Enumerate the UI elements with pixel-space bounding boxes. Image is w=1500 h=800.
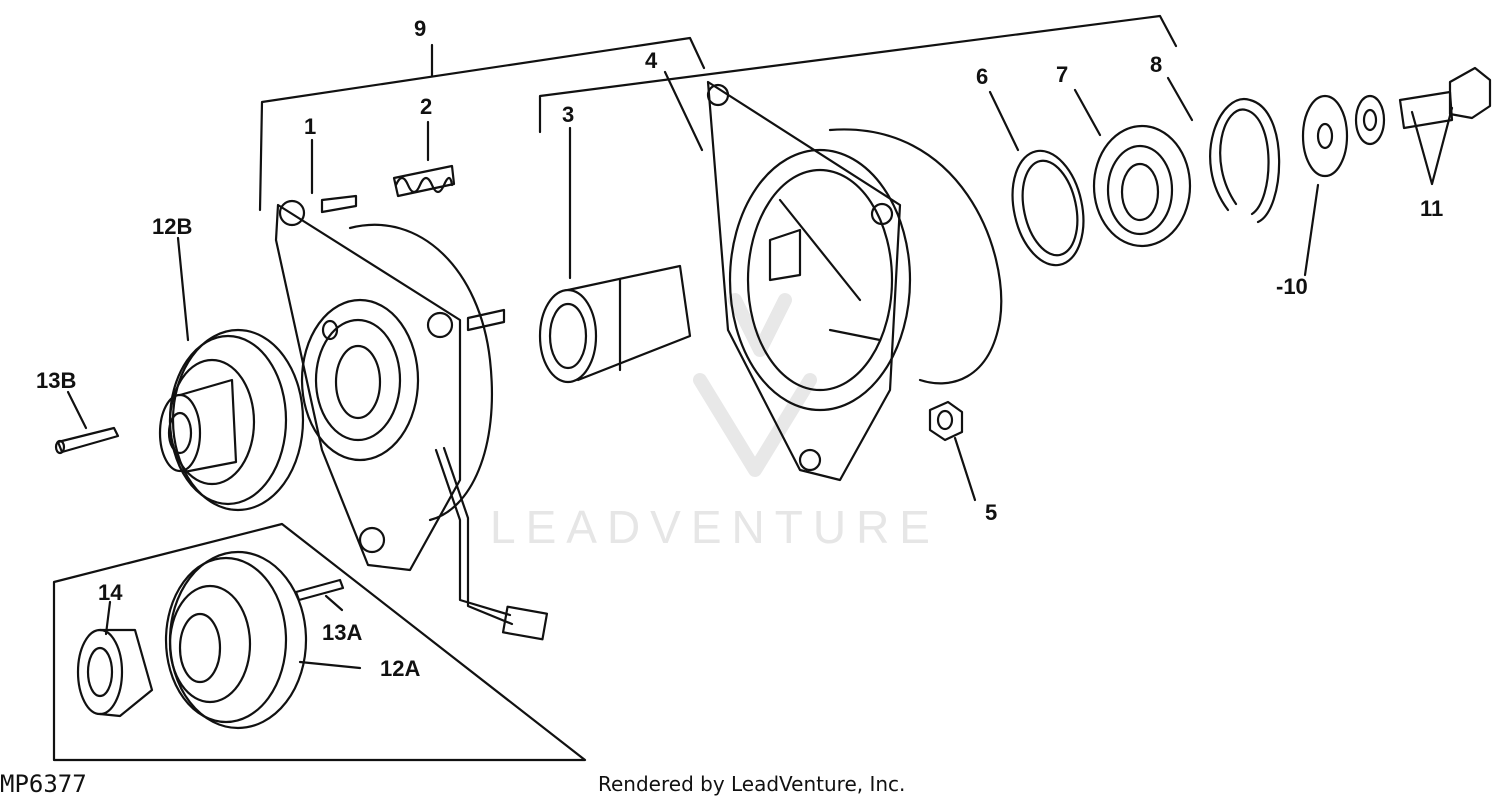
callout-7: 7 xyxy=(1056,62,1069,87)
watermark-text: LEADVENTURE xyxy=(490,501,940,553)
housing-4 xyxy=(706,80,1003,482)
callout-10: -10 xyxy=(1276,274,1308,299)
washer-10 xyxy=(1301,94,1349,178)
pulley-12a xyxy=(164,550,308,730)
leader-lines xyxy=(66,70,1454,670)
spring-2 xyxy=(392,164,456,198)
callout-12a: 12A xyxy=(380,656,421,681)
callout-6: 6 xyxy=(976,64,989,89)
snap-ring-8 xyxy=(1209,97,1281,224)
render-credit: Rendered by LeadVenture, Inc. xyxy=(598,772,906,796)
watermark-emblem xyxy=(693,293,817,477)
callout-14: 14 xyxy=(98,580,123,605)
callout-8: 8 xyxy=(1150,52,1163,77)
callout-4: 4 xyxy=(645,48,658,73)
callout-5: 5 xyxy=(985,500,998,525)
collar-14 xyxy=(76,628,154,718)
bolt-11 xyxy=(1354,66,1492,146)
seal-6 xyxy=(1011,149,1085,267)
pin-13a xyxy=(294,578,345,602)
callout-11: 11 xyxy=(1420,196,1444,221)
pulley-12b xyxy=(158,328,305,512)
callout-2: 2 xyxy=(420,94,433,119)
figure-id: MP6377 xyxy=(0,770,87,798)
bearing-7 xyxy=(1092,124,1192,248)
callout-9: 9 xyxy=(414,16,427,41)
nut-5 xyxy=(928,400,964,442)
callout-12b: 12B xyxy=(152,214,193,239)
inset-box xyxy=(52,522,587,762)
bushing-3 xyxy=(538,264,692,384)
pin-13b xyxy=(54,426,120,455)
callout-13a: 13A xyxy=(322,620,363,645)
bracket-9 xyxy=(258,36,706,212)
callout-1: 1 xyxy=(304,114,317,139)
bracket-8 xyxy=(538,14,1178,134)
callout-3: 3 xyxy=(562,102,575,127)
field-coil-plate-1 xyxy=(274,194,549,641)
callout-13b: 13B xyxy=(36,368,77,393)
